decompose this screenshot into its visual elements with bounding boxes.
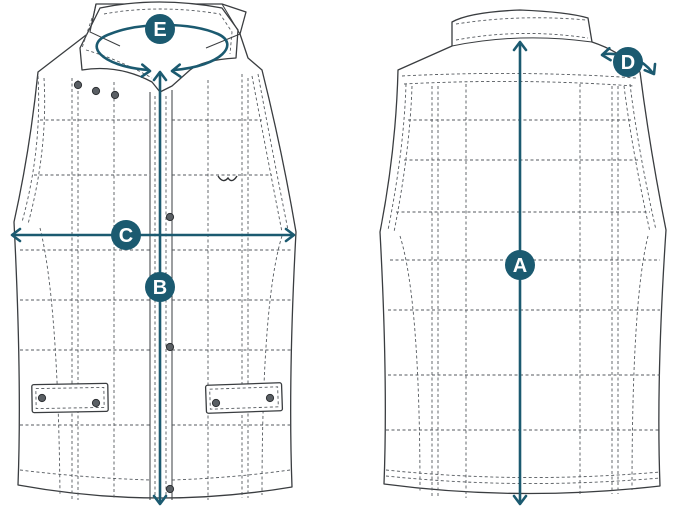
badge-circle: [111, 220, 141, 250]
front-pocket-flap-left: [31, 382, 109, 414]
measurement-markers: A B C D E: [10, 14, 657, 506]
badge-circle: [505, 250, 535, 280]
snap-button-icon: [37, 393, 47, 403]
badge-circle: [613, 47, 643, 77]
snap-button-icon: [265, 393, 275, 403]
arrow-head-c-right: [284, 227, 296, 243]
front-vest: [13, 1, 297, 500]
badge-circle: [145, 14, 175, 44]
measurement-badge-a: A: [505, 250, 535, 280]
snap-button-icon: [91, 86, 101, 96]
snap-button-icon: [165, 484, 175, 494]
badge-label-d: D: [621, 52, 635, 74]
arrow-head-b-bottom: [152, 494, 168, 506]
snap-button-icon: [211, 398, 221, 408]
snap-button-icon: [73, 80, 83, 90]
badge-circle: [145, 272, 175, 302]
arrow-head-b-top: [152, 70, 168, 82]
arrow-head-d-right: [643, 62, 657, 76]
snap-button-icon: [110, 90, 120, 100]
badge-label-b: B: [153, 277, 167, 299]
snap-button-icon: [91, 398, 101, 408]
arrow-head-e-left: [140, 63, 152, 78]
arrow-head-e-right: [170, 63, 182, 78]
arrow-head-a-top: [512, 40, 528, 52]
arrow-head-c-left: [10, 227, 22, 243]
badge-label-a: A: [513, 255, 527, 277]
measurement-badge-b: B: [145, 272, 175, 302]
brand-logo-icon: [217, 175, 238, 182]
arrow-head-d-left: [600, 46, 612, 62]
badge-label-e: E: [153, 19, 166, 41]
measurement-badge-d: D: [613, 47, 643, 77]
front-pocket-flap-right: [204, 382, 284, 414]
measurement-badge-c: C: [111, 220, 141, 250]
measurement-badge-e: E: [145, 14, 175, 44]
arrow-head-a-bottom: [512, 494, 528, 506]
snap-button-icon: [165, 342, 175, 352]
snap-button-icon: [165, 212, 175, 222]
badge-label-c: C: [119, 225, 133, 247]
